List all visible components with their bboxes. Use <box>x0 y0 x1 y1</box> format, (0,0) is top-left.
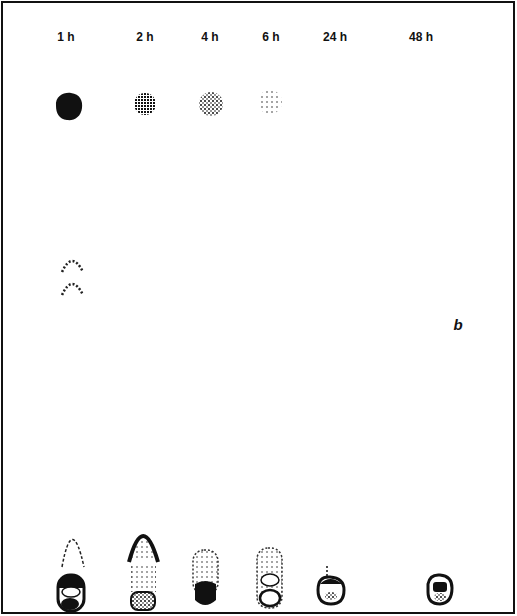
time-label: 4 h <box>201 31 218 43</box>
bottom-zones <box>58 536 452 611</box>
middle-arcs <box>62 261 83 295</box>
time-label: 48 h <box>409 31 433 43</box>
time-label: 6 h <box>262 31 279 43</box>
time-label: 24 h <box>323 31 347 43</box>
time-label: 1 h <box>57 31 74 43</box>
time-label: 2 h <box>136 31 153 43</box>
panel-letter: b <box>453 317 462 332</box>
top-spots <box>56 90 282 120</box>
